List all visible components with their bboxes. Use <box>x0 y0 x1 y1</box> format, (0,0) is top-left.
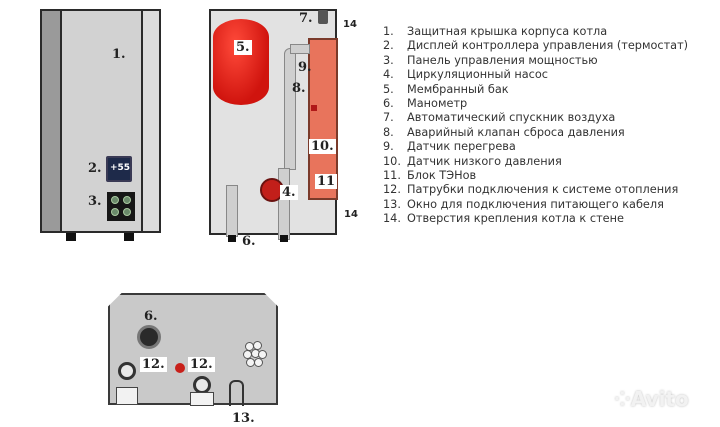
power-button-icon <box>111 196 119 204</box>
label-12-left: 12. <box>140 357 167 372</box>
label-11: 11 <box>315 174 338 189</box>
air-vent-icon <box>318 10 328 24</box>
power-button-icon <box>123 196 131 204</box>
pipe-stub-icon <box>124 233 134 241</box>
legend-item: 3.Панель управления мощностью <box>383 53 598 67</box>
pipe-icon <box>284 48 296 170</box>
display-value: +55 <box>110 163 131 173</box>
thermostat-display: +55 <box>106 156 132 182</box>
pipe-stub-icon <box>228 235 236 242</box>
label-2: 2. <box>88 161 102 176</box>
heating-nozzle-icon <box>118 362 136 380</box>
pipe-icon <box>290 44 310 54</box>
casing-right-side <box>141 11 159 231</box>
nozzle-base <box>116 387 138 405</box>
cable-glands-icon <box>243 340 267 370</box>
legend-item: 7.Автоматический спускник воздуха <box>383 111 616 125</box>
legend-item: 10.Датчик низкого давления <box>383 154 562 168</box>
legend-item: 5.Мембранный бак <box>383 82 509 96</box>
pipe-icon <box>278 168 290 240</box>
label-3: 3. <box>88 194 102 209</box>
legend-item: 12.Патрубки подключения к системе отопле… <box>383 183 679 197</box>
label-8: 8. <box>292 81 306 96</box>
label-1: 1. <box>112 47 126 62</box>
label-12-right: 12. <box>188 357 215 372</box>
legend-item: 1.Защитная крышка корпуса котла <box>383 25 608 38</box>
casing-left-side <box>42 11 62 231</box>
label-5: 5. <box>234 40 252 55</box>
legend-item: 13.Окно для подключения питающего кабеля <box>383 197 664 211</box>
pressure-gauge-icon <box>137 325 161 349</box>
label-10: 10. <box>309 139 336 154</box>
label-7: 7. <box>299 11 313 26</box>
legend-item: 2.Дисплей контроллера управления (термос… <box>383 39 689 53</box>
reset-button-icon <box>175 363 185 373</box>
heating-element-block-icon <box>308 38 338 200</box>
legend-item: 9.Датчик перегрева <box>383 140 516 154</box>
legend-item: 4.Циркуляционный насос <box>383 68 549 82</box>
pressure-valve-icon <box>311 105 317 111</box>
power-button-icon <box>111 208 119 216</box>
power-control-panel <box>107 192 135 221</box>
label-6-bottom: 6. <box>144 309 158 324</box>
label-14-bottom: 14 <box>344 209 358 220</box>
cable-window-icon <box>229 380 244 406</box>
label-9: 9. <box>298 60 312 75</box>
legend-item: 11.Блок ТЭНов <box>383 169 477 183</box>
expansion-tank-icon <box>213 19 269 105</box>
label-4: 4. <box>280 185 298 200</box>
legend-item: 8.Аварийный клапан сброса давления <box>383 125 625 139</box>
avito-watermark: ⁘Avito <box>614 387 689 411</box>
pipe-icon <box>226 185 238 237</box>
label-13: 13. <box>232 411 255 426</box>
label-6-internal: 6. <box>242 234 256 249</box>
pipe-stub-icon <box>66 233 76 241</box>
boiler-front-view <box>40 9 161 233</box>
power-button-icon <box>123 208 131 216</box>
parts-legend: 1.Защитная крышка корпуса котла 2.Диспле… <box>383 25 688 227</box>
pipe-stub-icon <box>280 235 288 242</box>
nozzle-base <box>190 392 214 406</box>
label-14-top: 14 <box>343 19 357 30</box>
avito-logo-icon: ⁘ <box>614 387 631 411</box>
legend-item: 14.Отверстия крепления котла к стене <box>383 212 624 226</box>
legend-item: 6.Манометр <box>383 97 468 111</box>
